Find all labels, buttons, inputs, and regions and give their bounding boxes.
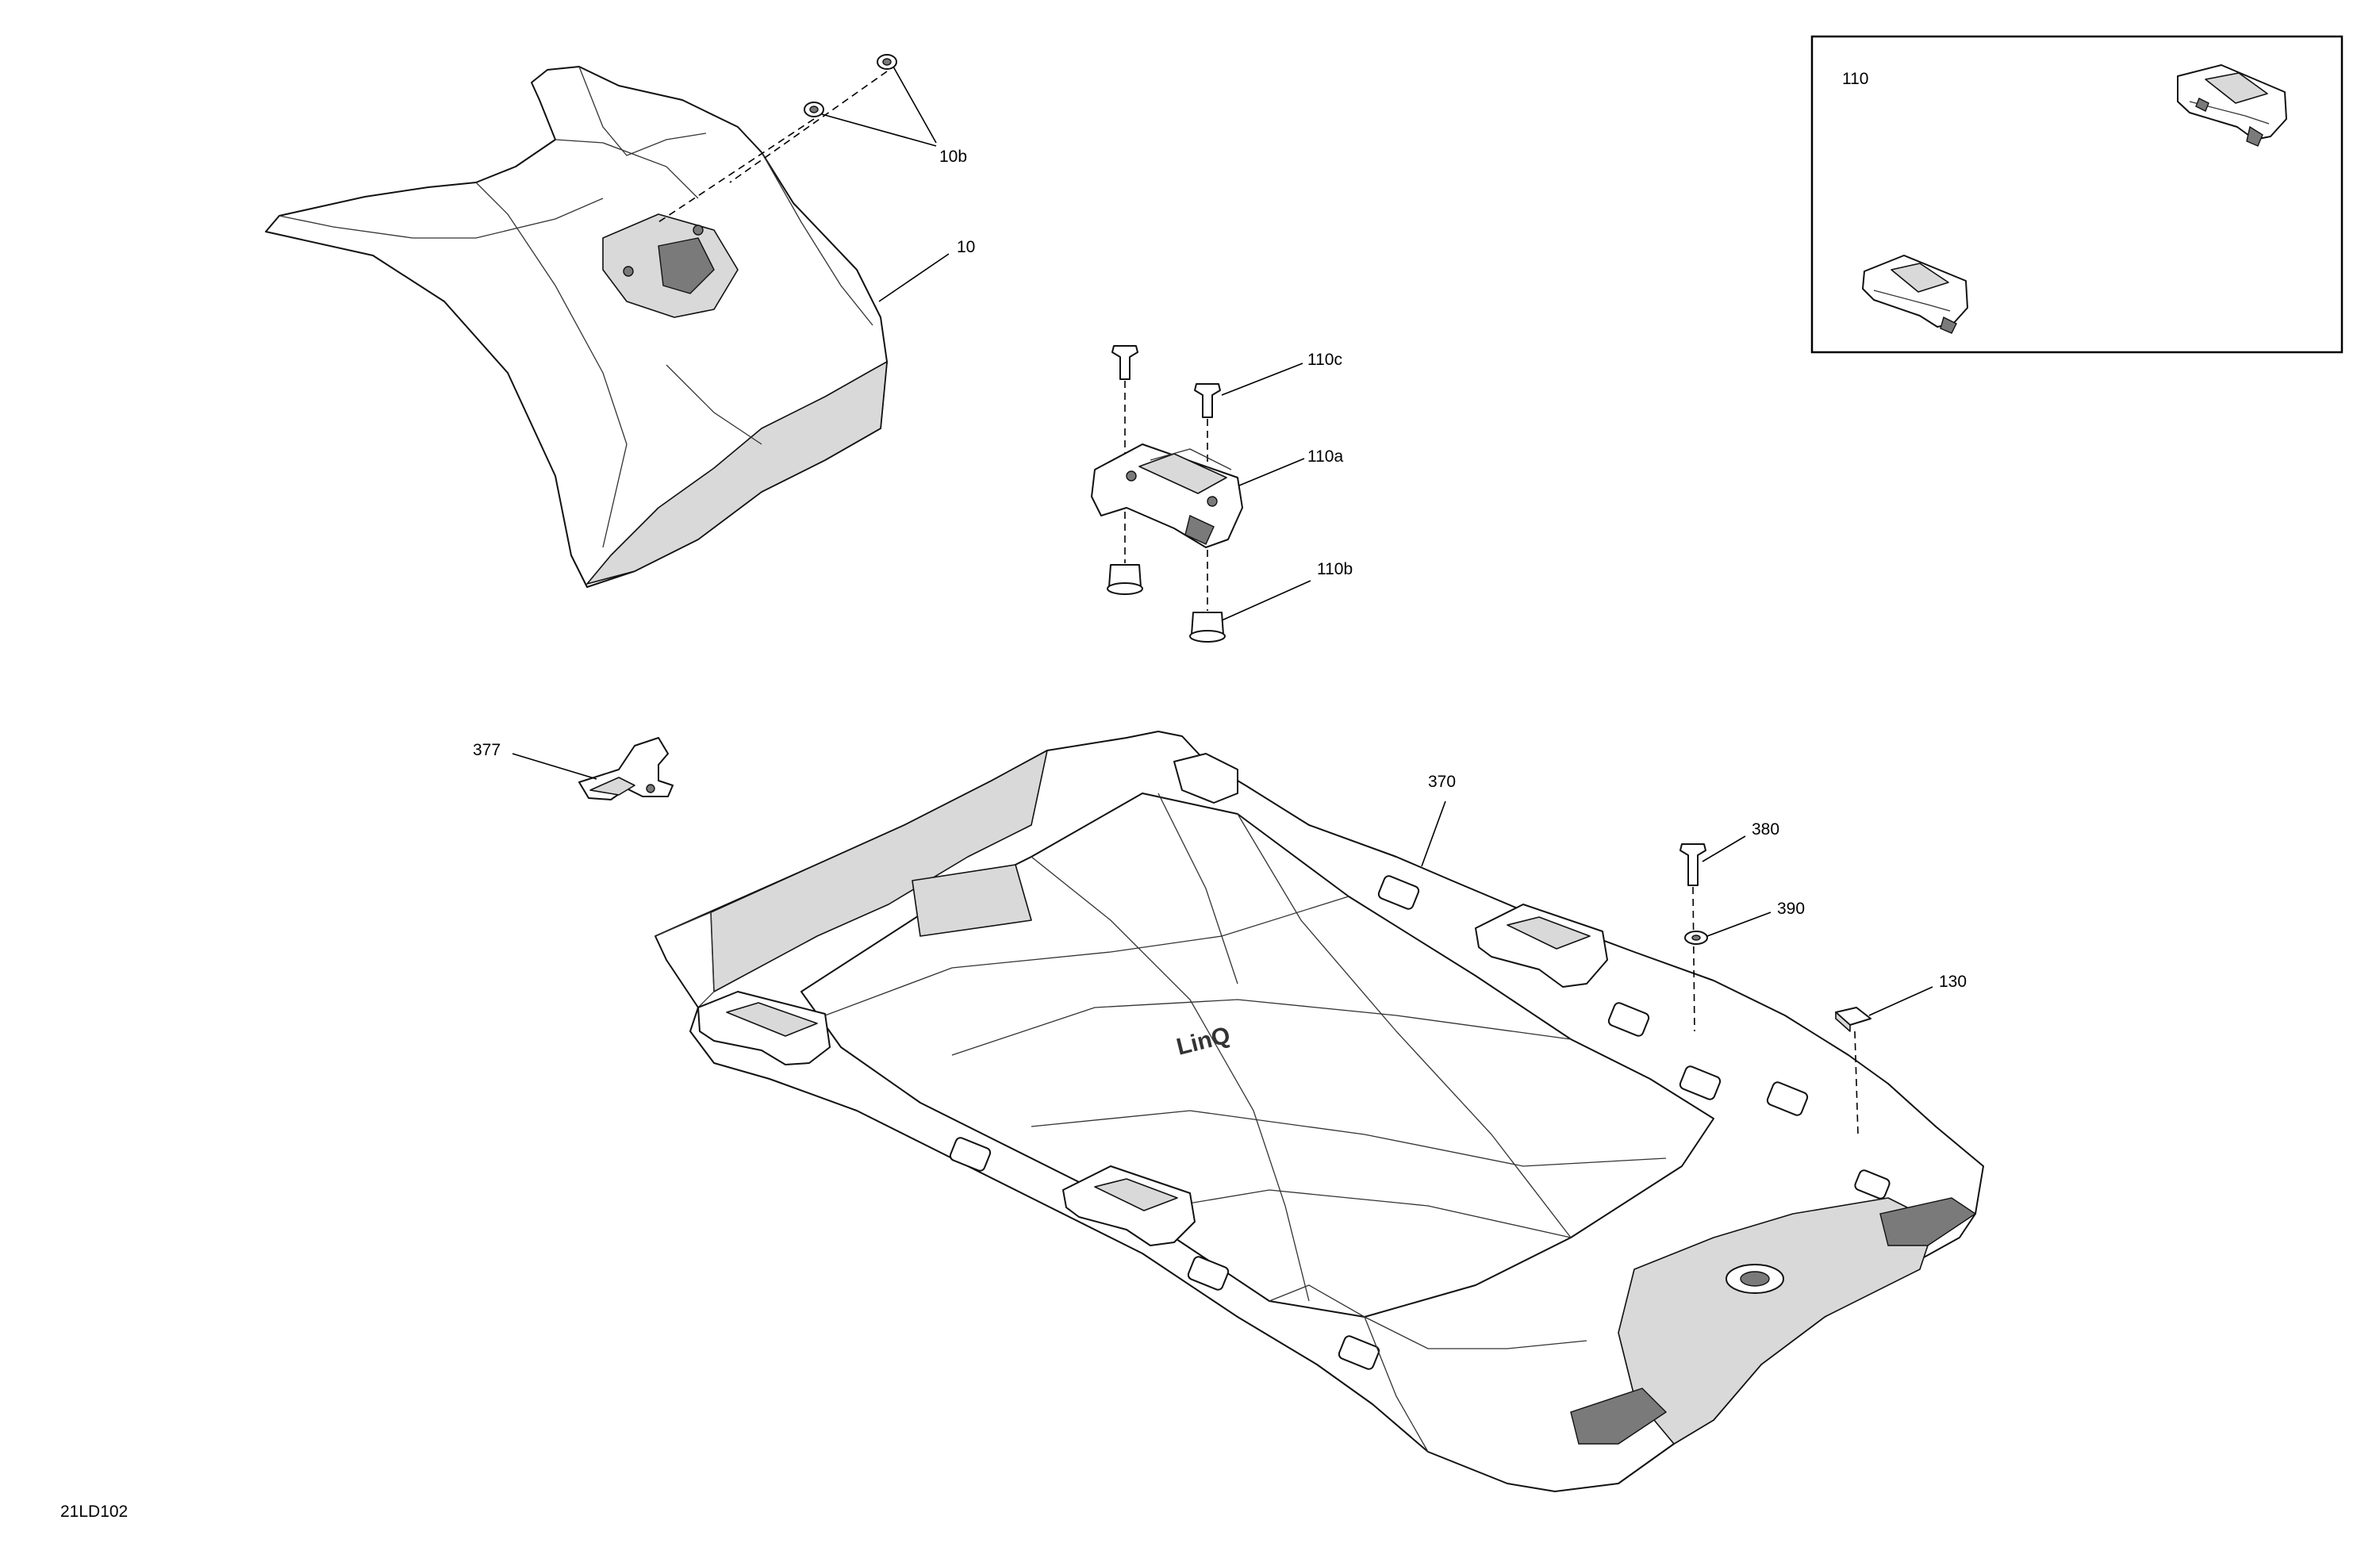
part-110b-nuts	[1107, 564, 1226, 643]
inset-tie-down-upper	[2177, 64, 2287, 147]
leader-110a	[1238, 458, 1305, 486]
leader-10	[878, 253, 950, 302]
callout-10: 10	[957, 238, 975, 256]
callout-380: 380	[1752, 820, 1779, 839]
inset-tie-down-lower	[1862, 255, 1968, 334]
callout-370: 370	[1428, 773, 1456, 791]
callout-390: 390	[1777, 900, 1805, 918]
drawing-reference: 21LD102	[60, 1503, 128, 1521]
leader-110c	[1221, 363, 1303, 396]
callout-110: 110	[1842, 70, 1868, 88]
part-370-cargo-bed: LinQ	[654, 731, 1984, 1492]
callout-110c: 110c	[1307, 351, 1342, 369]
leader-377	[512, 753, 597, 780]
part-110a-tie-down	[1091, 443, 1243, 548]
leader-390	[1706, 912, 1772, 937]
part-130-nut	[1835, 1007, 1871, 1135]
part-377-clip	[578, 737, 674, 800]
callout-130: 130	[1939, 973, 1967, 991]
leader-130	[1868, 986, 1933, 1016]
part-10b-screws	[658, 54, 937, 223]
bed-pockets	[949, 875, 1891, 1370]
part-380-screw	[1679, 843, 1706, 1032]
part-10-cover	[265, 66, 888, 588]
leader-370	[1421, 800, 1446, 867]
callout-110b: 110b	[1317, 560, 1353, 578]
callout-10b: 10b	[939, 148, 967, 166]
part-390-washer	[1684, 931, 1708, 945]
callout-110a: 110a	[1307, 447, 1343, 466]
leader-110b	[1221, 580, 1311, 621]
leader-380	[1702, 835, 1746, 862]
inset-box-110: 110	[1810, 35, 2344, 354]
callout-377: 377	[473, 741, 501, 759]
